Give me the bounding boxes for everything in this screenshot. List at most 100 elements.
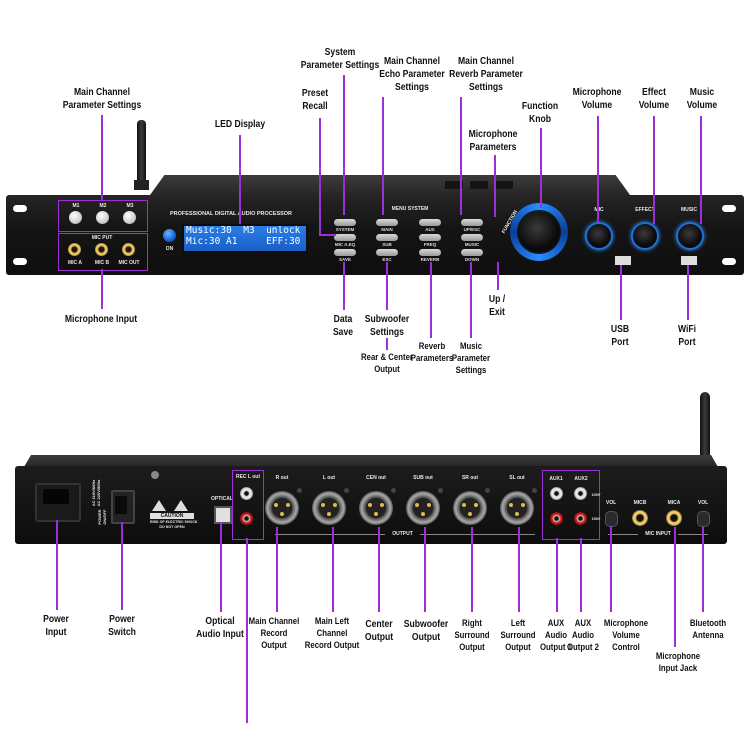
aux-side-label: 100V [591,493,601,497]
callout-line [518,527,520,612]
xlr-latch [532,488,537,493]
mic-a-jack[interactable] [68,243,81,256]
aux1-red-rca[interactable] [550,512,563,525]
xlr-output-connector[interactable] [406,491,440,525]
bluetooth-vol-pot[interactable] [697,511,710,527]
xlr-pin [321,503,325,507]
effect-volume-knob[interactable] [633,224,657,248]
xlr-output-connector[interactable] [500,491,534,525]
callout-subwoofer-output: Subwoofer Output [403,618,449,643]
callout-mic-params: Microphone Parameters [468,128,518,153]
callout-function-knob: Function Knob [521,100,559,125]
menu-button[interactable] [461,249,483,256]
xlr-output-connector[interactable] [265,491,299,525]
power-button[interactable] [163,229,176,242]
preset-button-m2[interactable] [96,211,109,224]
mic-input-bracket [608,534,638,535]
rec-r-red-rca[interactable] [240,512,253,525]
menu-button[interactable] [461,219,483,226]
mic-b-jack[interactable] [95,243,108,256]
callout-reverb-params-main: Main Channel Reverb Parameter Settings [449,55,523,93]
callout-line [687,265,689,320]
callout-line [460,97,462,215]
xlr-output-connector[interactable] [312,491,346,525]
xlr-pin [333,503,337,507]
lcd-line-2: Mic:30 A1 EFF:30 [186,237,301,247]
menu-button[interactable] [419,249,441,256]
callout-mic-input-jack: Microphone Input Jack [655,651,701,674]
xlr-label: CEN out [366,475,386,481]
menu-button[interactable] [376,219,398,226]
xlr-output-connector[interactable] [359,491,393,525]
aux2-white-rca[interactable] [574,487,587,500]
menu-button[interactable] [419,219,441,226]
preset-button-m1[interactable] [69,211,82,224]
callout-line [343,262,345,310]
optical-port[interactable] [214,506,232,524]
callout-center-output: Center Output [364,618,394,643]
power-inlet-socket [43,489,69,504]
preset-button-m3[interactable] [123,211,136,224]
menu-button[interactable] [376,249,398,256]
menu-button[interactable] [419,234,441,241]
xlr-label: SR out [461,475,479,481]
xlr-output-connector[interactable] [453,491,487,525]
xlr-pin [274,503,278,507]
front-top-plate [150,175,630,195]
callout-line [378,527,380,612]
function-knob[interactable] [518,211,560,253]
callout-line [239,135,241,224]
callout-line [702,527,704,612]
xlr-label: L out [322,475,336,481]
menu-button[interactable] [334,219,356,226]
music-volume-knob[interactable] [678,224,702,248]
callout-wifi-port: WiFi Port [677,323,697,348]
output-bracket [275,534,385,535]
callout-system-params: System Parameter Settings [300,46,380,71]
rack-hole [13,205,27,212]
mic-volume-knob[interactable] [587,224,611,248]
mic-b-rear-jack[interactable] [632,510,648,526]
menu-button[interactable] [334,234,356,241]
callout-music-volume: Music Volume [686,86,718,111]
callout-right-surround: Right Surround Output [454,618,490,653]
vol-label: VOL [605,500,617,506]
mic-out-jack[interactable] [122,243,135,256]
mic-jack-label: MIC B [94,260,110,266]
usb-port[interactable] [613,254,633,267]
aux-label-2: AUX2 [574,476,588,482]
callout-line [540,128,542,208]
callout-line [386,262,388,310]
warning-triangle-icon [174,500,188,511]
menu-button[interactable] [376,234,398,241]
mic-jack-label: MIC OUT [118,260,140,266]
mic-volume-pot[interactable] [605,511,618,527]
wifi-port[interactable] [679,254,699,267]
aux2-red-rca[interactable] [574,512,587,525]
menu-button-label: SAVE [339,257,351,262]
xlr-pin [380,503,384,507]
menu-button[interactable] [461,234,483,241]
mic-a-rear-jack[interactable] [666,510,682,526]
mica-label: MICA [667,500,681,506]
callout-line [332,527,334,612]
xlr-label: SUB out [413,475,433,481]
front-antenna-base [134,180,149,190]
preset-button-label: M2 [99,203,107,209]
callout-up-exit: Up / Exit [488,293,506,318]
xlr-label: SL out [509,475,525,481]
callout-line [386,338,388,350]
rack-hole [722,205,736,212]
xlr-pin [515,512,519,516]
menu-button[interactable] [334,249,356,256]
rec-label: REC L out [235,474,261,480]
xlr-pin [462,503,466,507]
callout-line [276,527,278,612]
aux-label-1: AUX1 [549,476,563,482]
rec-l-white-rca[interactable] [240,487,253,500]
callout-line [430,262,432,338]
aux1-white-rca[interactable] [550,487,563,500]
xlr-latch [485,488,490,493]
power-switch[interactable] [111,490,135,524]
